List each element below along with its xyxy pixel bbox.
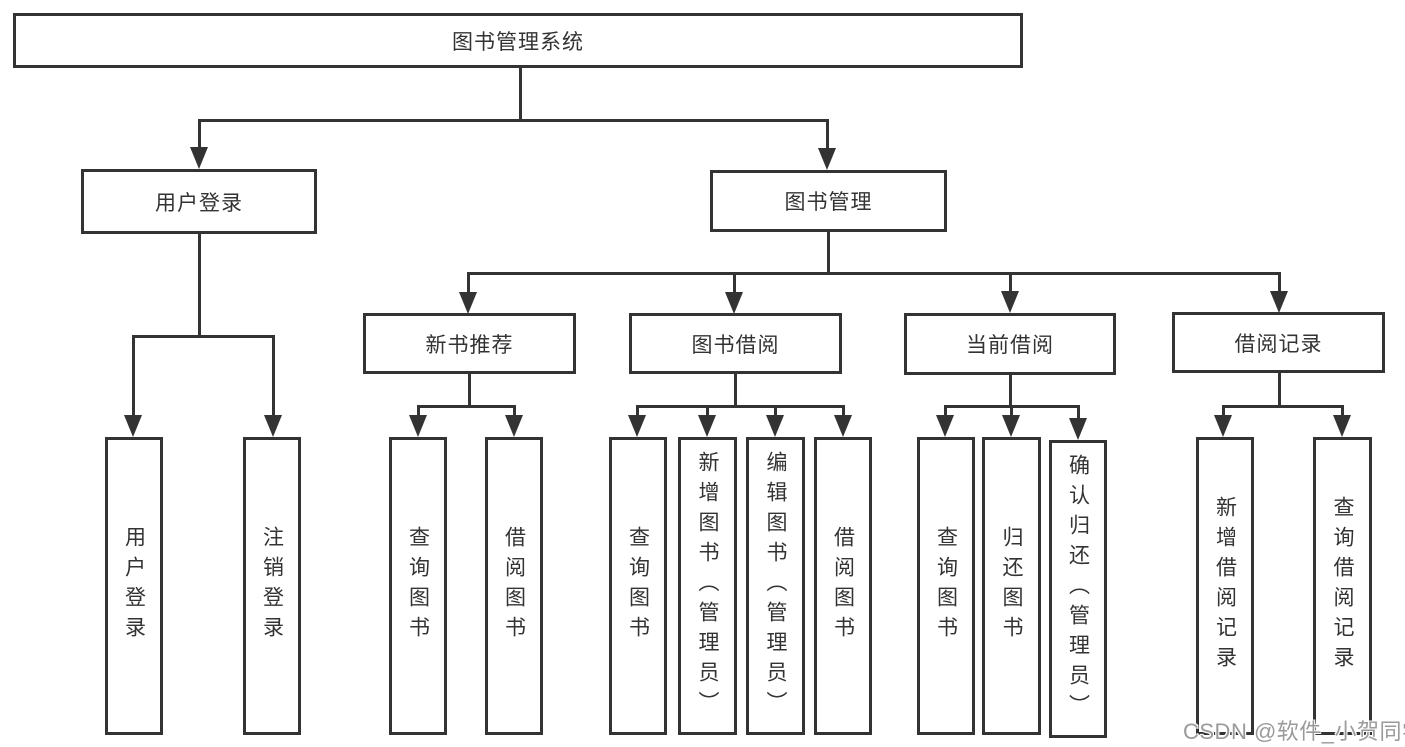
connector: [826, 119, 829, 153]
connector: [513, 405, 516, 419]
connector: [1341, 405, 1344, 419]
connector: [417, 405, 516, 408]
leaf-bb-query-books-label: 查询图书: [626, 526, 650, 646]
connector: [198, 232, 201, 337]
leaf-bb-borrow-books: 借阅图书: [814, 437, 872, 735]
connector: [1077, 405, 1080, 422]
leaf-br-add-record-label: 新增借阅记录: [1213, 496, 1237, 676]
csdn-watermark: CSDN @软件_小贺同学: [1183, 719, 1405, 744]
connector: [842, 405, 845, 419]
connector: [467, 272, 470, 295]
connector: [519, 66, 522, 121]
leaf-nbr-borrow-books-label: 借阅图书: [502, 526, 526, 646]
leaf-bb-query-books: 查询图书: [609, 437, 667, 735]
arrow-down-icon: [1001, 291, 1019, 313]
leaf-nbr-query-books-label: 查询图书: [406, 526, 430, 646]
connector: [1278, 372, 1281, 408]
node-book-management-label: 图书管理: [784, 191, 873, 214]
leaf-cb-confirm-return-label: 确认归还（管理员）: [1066, 454, 1090, 724]
arrow-down-icon: [1069, 418, 1087, 440]
connector: [636, 405, 845, 408]
connector: [1278, 272, 1281, 295]
arrow-down-icon: [698, 415, 716, 437]
leaf-nbr-borrow-books: 借阅图书: [485, 437, 543, 735]
node-library-management-system: 图书管理系统: [13, 13, 1023, 68]
connector: [636, 405, 639, 419]
connector: [1009, 374, 1012, 408]
arrow-down-icon: [1333, 415, 1351, 437]
arrow-down-icon: [1270, 291, 1288, 313]
node-borrow-records: 借阅记录: [1172, 312, 1385, 373]
connector: [1010, 405, 1013, 419]
connector: [198, 119, 201, 152]
node-current-borrowing: 当前借阅: [904, 313, 1116, 375]
arrow-down-icon: [264, 415, 282, 437]
connector: [734, 373, 737, 408]
leaf-cb-query-books-label: 查询图书: [934, 526, 958, 646]
node-user-login-label: 用户登录: [155, 191, 243, 215]
node-current-borrowing-label: 当前借阅: [966, 334, 1054, 357]
connector: [132, 335, 275, 338]
node-new-book-recommend-label: 新书推荐: [425, 333, 514, 357]
arrow-down-icon: [505, 415, 523, 437]
leaf-logout: 注销登录: [243, 437, 301, 735]
node-book-management: 图书管理: [710, 170, 947, 232]
node-library-management-system-label: 图书管理系统: [452, 30, 584, 54]
node-book-borrowing: 图书借阅: [629, 313, 842, 374]
connector: [198, 119, 829, 122]
connector: [706, 405, 709, 419]
leaf-bb-add-books-label: 新增图书（管理员）: [696, 451, 719, 721]
node-book-borrowing-label: 图书借阅: [691, 333, 780, 357]
leaf-nbr-query-books: 查询图书: [389, 437, 447, 735]
connector: [467, 272, 1281, 275]
arrow-down-icon: [936, 415, 954, 437]
node-borrow-records-label: 借阅记录: [1234, 332, 1323, 356]
leaf-cb-return-books: 归还图书: [982, 437, 1041, 735]
connector: [774, 405, 777, 419]
leaf-bb-add-books: 新增图书（管理员）: [678, 437, 737, 735]
arrow-down-icon: [766, 415, 784, 437]
arrow-down-icon: [628, 415, 646, 437]
node-user-login: 用户登录: [81, 169, 317, 234]
connector: [1222, 405, 1225, 419]
leaf-br-query-record-label: 查询借阅记录: [1331, 496, 1354, 676]
connector: [733, 272, 736, 295]
leaf-br-query-record: 查询借阅记录: [1313, 437, 1372, 735]
arrow-down-icon: [409, 415, 427, 437]
arrow-down-icon: [834, 415, 852, 437]
connector: [1009, 272, 1012, 295]
arrow-down-icon: [1002, 415, 1020, 437]
connector: [1222, 405, 1344, 408]
node-new-book-recommend: 新书推荐: [363, 313, 576, 374]
connector: [827, 230, 830, 275]
leaf-bb-borrow-books-label: 借阅图书: [831, 526, 855, 646]
connector: [272, 335, 275, 419]
arrow-down-icon: [725, 292, 743, 314]
arrow-down-icon: [818, 148, 836, 170]
leaf-cb-confirm-return: 确认归还（管理员）: [1049, 440, 1107, 738]
connector: [468, 373, 471, 408]
leaf-user-login: 用户登录: [105, 437, 163, 735]
leaf-cb-return-books-label: 归还图书: [1000, 526, 1023, 646]
arrow-down-icon: [459, 292, 477, 314]
leaf-bb-edit-books: 编辑图书（管理员）: [746, 437, 805, 735]
leaf-logout-label: 注销登录: [260, 526, 284, 646]
leaf-user-login-label: 用户登录: [122, 526, 146, 646]
arrow-down-icon: [190, 147, 208, 169]
connector: [944, 405, 947, 419]
arrow-down-icon: [1214, 415, 1232, 437]
arrow-down-icon: [124, 415, 142, 437]
leaf-cb-query-books: 查询图书: [917, 437, 975, 735]
connector: [132, 335, 135, 419]
leaf-bb-edit-books-label: 编辑图书（管理员）: [764, 451, 787, 721]
leaf-br-add-record: 新增借阅记录: [1196, 437, 1254, 735]
connector: [417, 405, 420, 419]
